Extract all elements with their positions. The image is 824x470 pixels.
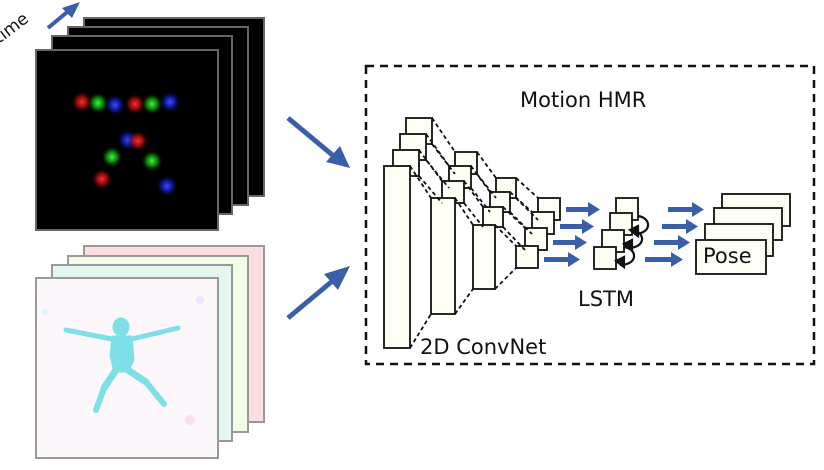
motion-hmr-title: Motion HMR xyxy=(520,88,647,112)
convnet-layers xyxy=(383,117,561,349)
lstm-cells xyxy=(593,197,639,270)
heatmap-frame-stack xyxy=(35,17,265,231)
motion-hmr-box xyxy=(364,64,816,366)
lstm-recurrent-loops xyxy=(613,214,650,270)
lstm-label: LSTM xyxy=(578,287,634,311)
pose-output-stack xyxy=(695,193,791,275)
lstm-to-pose-arrows xyxy=(645,202,704,267)
flow-silhouette xyxy=(63,317,181,413)
pose-label: Pose xyxy=(703,244,752,268)
input-arrow-top xyxy=(286,116,338,160)
convnet-to-lstm-arrows xyxy=(544,202,600,267)
keypoint-heatmap xyxy=(71,91,181,197)
optical-flow-frame-stack xyxy=(35,245,265,459)
convnet-label: 2D ConvNet xyxy=(420,335,547,359)
input-arrow-bottom xyxy=(286,276,338,320)
convnet-connectors xyxy=(409,117,539,349)
time-arrowhead xyxy=(62,2,80,18)
